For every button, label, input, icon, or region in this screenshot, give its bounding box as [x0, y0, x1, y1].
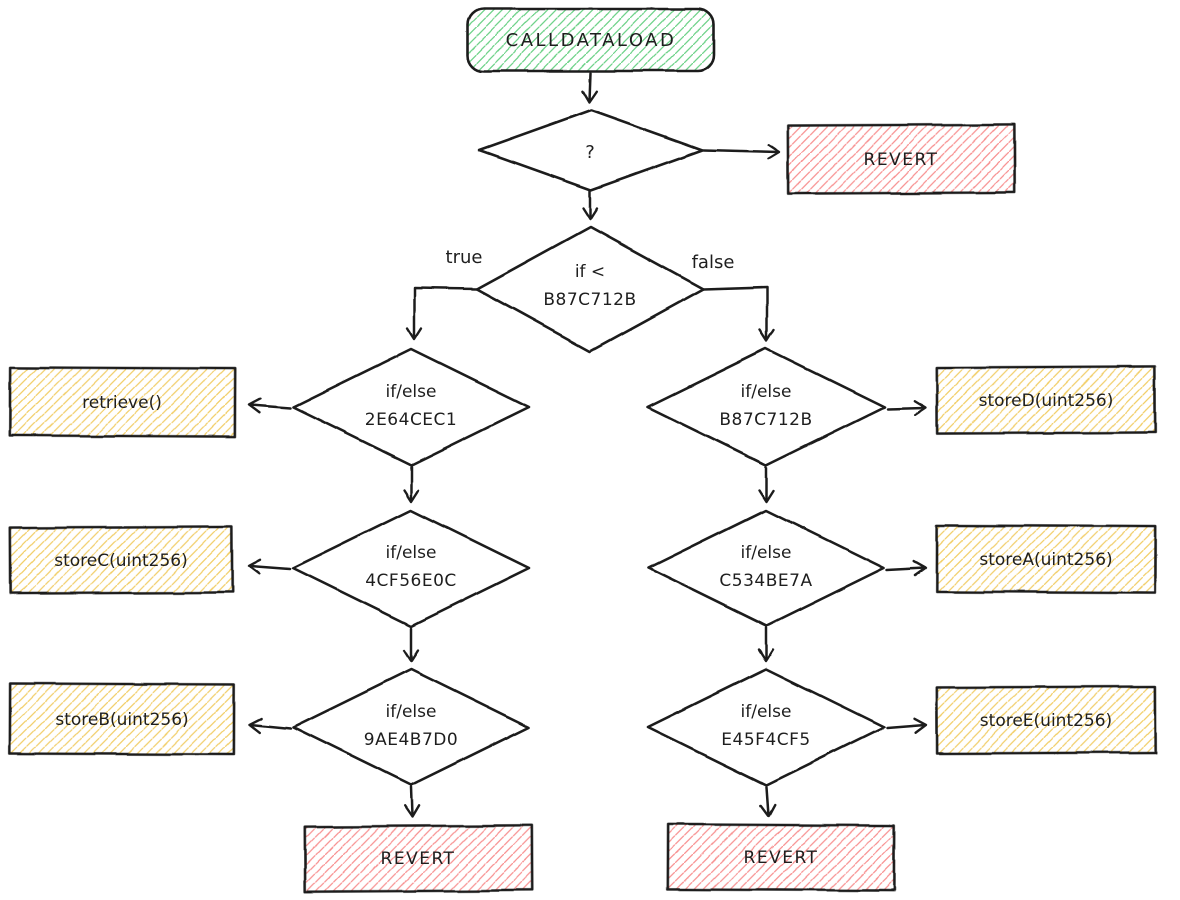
stored-box: [935, 365, 1157, 435]
arrow-split-true: [405, 286, 479, 341]
arrow-right3-to-storee: [885, 717, 928, 734]
node-retrieve: retrieve(): [8, 366, 237, 438]
right-check-3-line1: if/else: [741, 702, 792, 722]
right-check-2-line1: if/else: [741, 543, 792, 563]
node-storeb: storeB(uint256): [8, 682, 236, 756]
split-label-line2: B87C712B: [543, 290, 636, 310]
storea-label: storeA(uint256): [979, 550, 1112, 570]
storee-label: storeE(uint256): [980, 711, 1112, 731]
left-check-2-line1: if/else: [386, 543, 437, 563]
storeb-box: [8, 682, 236, 756]
node-left-check-2: if/else 4CF56E0C: [291, 508, 531, 628]
node-right-check-3: if/else E45F4CF5: [646, 667, 886, 787]
left-check-3-diamond: [291, 667, 531, 787]
arrow-start-to-question: [581, 71, 598, 104]
node-storee: storeE(uint256): [935, 685, 1157, 755]
node-right-check-1: if/else B87C712B: [646, 347, 886, 467]
split-diamond: [475, 225, 705, 353]
node-revert-left: REVERT: [303, 824, 534, 893]
edges-layer: [247, 71, 928, 819]
right-check-2-diamond: [646, 508, 886, 628]
calldataload-box: [466, 7, 716, 73]
retrieve-box: [8, 366, 237, 438]
revert-top-label: REVERT: [864, 150, 939, 170]
revert-left-label: REVERT: [381, 849, 456, 869]
left-check-2-line2: 4CF56E0C: [365, 571, 457, 591]
arrow-left3-to-storeb: [247, 716, 292, 734]
arrow-left3-to-revert: [403, 785, 420, 819]
node-storec: storeC(uint256): [8, 525, 234, 595]
node-left-check-1: if/else 2E64CEC1: [291, 347, 531, 467]
arrow-left1-to-retrieve: [247, 397, 292, 414]
revert-top-box: [786, 123, 1016, 195]
left-check-1-line1: if/else: [386, 382, 437, 402]
edge-false-label: false: [692, 252, 735, 273]
arrow-right2-to-storea: [885, 560, 928, 577]
edge-true-label: true: [446, 247, 483, 268]
revert-right-box: [666, 823, 896, 892]
revert-right-label: REVERT: [744, 848, 819, 868]
arrow-right1-to-stored: [885, 400, 928, 417]
arrow-question-to-revert: [702, 143, 781, 160]
arrow-left2-to-storec: [247, 558, 292, 575]
nodes-layer: CALLDATALOAD ? REVERT if < B87C712B true…: [8, 7, 1157, 893]
stored-label: storeD(uint256): [979, 391, 1114, 411]
right-check-3-line2: E45F4CF5: [721, 730, 810, 750]
storee-box: [935, 685, 1157, 755]
right-check-1-line1: if/else: [741, 382, 792, 402]
node-split: if < B87C712B: [475, 225, 705, 353]
split-label-line1: if <: [575, 262, 605, 282]
arrow-right3-to-revert: [759, 785, 776, 818]
right-check-3-diamond: [646, 667, 886, 787]
arrow-split-false: [701, 285, 776, 343]
node-left-check-3: if/else 9AE4B7D0: [291, 667, 531, 787]
node-revert-top: REVERT: [786, 123, 1016, 195]
node-right-check-2: if/else C534BE7A: [646, 508, 886, 628]
left-check-1-line2: 2E64CEC1: [365, 410, 458, 430]
left-check-2-diamond: [291, 508, 531, 628]
storec-label: storeC(uint256): [54, 551, 188, 571]
question-diamond: [477, 108, 705, 192]
storeb-label: storeB(uint256): [55, 710, 188, 730]
retrieve-label: retrieve(): [82, 393, 162, 413]
node-calldataload: CALLDATALOAD: [466, 7, 716, 73]
storea-box: [935, 524, 1157, 594]
right-check-2-line2: C534BE7A: [719, 571, 812, 591]
left-check-3-line1: if/else: [386, 702, 437, 722]
node-storea: storeA(uint256): [935, 524, 1157, 594]
node-revert-right: REVERT: [666, 823, 896, 892]
revert-left-box: [303, 824, 534, 893]
calldataload-label: CALLDATALOAD: [506, 30, 677, 51]
storec-box: [8, 525, 234, 595]
right-check-1-line2: B87C712B: [719, 410, 812, 430]
right-check-1-diamond: [646, 347, 886, 467]
left-check-3-line2: 9AE4B7D0: [364, 730, 458, 750]
question-label: ?: [585, 142, 595, 163]
left-check-1-diamond: [291, 347, 531, 467]
node-stored: storeD(uint256): [935, 365, 1157, 435]
node-selector-question: ?: [477, 108, 705, 192]
